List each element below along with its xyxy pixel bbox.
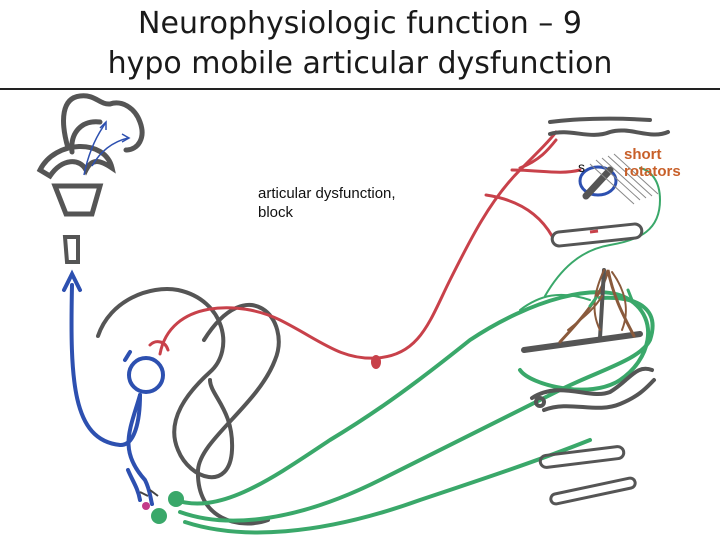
articular-line: articular dysfunction, bbox=[258, 185, 396, 202]
short-rotators-label: short rotators bbox=[624, 146, 681, 180]
ascending-arrows bbox=[83, 120, 131, 176]
red-ganglion bbox=[371, 355, 381, 369]
facet-joint-sketch bbox=[578, 153, 659, 205]
green-motor-pathway bbox=[173, 290, 655, 535]
block-line: block bbox=[258, 204, 294, 221]
s-label: s bbox=[578, 159, 585, 175]
muscle-bundle bbox=[550, 222, 644, 248]
spinal-cord-outline bbox=[96, 287, 281, 526]
rib-sketch bbox=[530, 366, 656, 412]
vertebra-structure bbox=[521, 268, 643, 353]
short-line: short bbox=[624, 146, 662, 163]
motor-neuron-cluster bbox=[139, 489, 184, 524]
fascia-layers bbox=[548, 116, 670, 137]
brain-sketch bbox=[36, 93, 145, 264]
rotators-line: rotators bbox=[624, 163, 681, 180]
title-line-2: hypo mobile articular dysfunction bbox=[107, 46, 613, 81]
slide-title: Neurophysiologic function – 9 hypo mobil… bbox=[0, 4, 720, 84]
title-divider bbox=[0, 88, 720, 90]
blue-afferent-pathway bbox=[62, 269, 165, 506]
red-sensory-pathway bbox=[148, 130, 582, 364]
bone-cylinders bbox=[538, 445, 637, 506]
title-line-1: Neurophysiologic function – 9 bbox=[138, 6, 582, 41]
articular-dysfunction-label: articular dysfunction, block bbox=[258, 184, 396, 222]
